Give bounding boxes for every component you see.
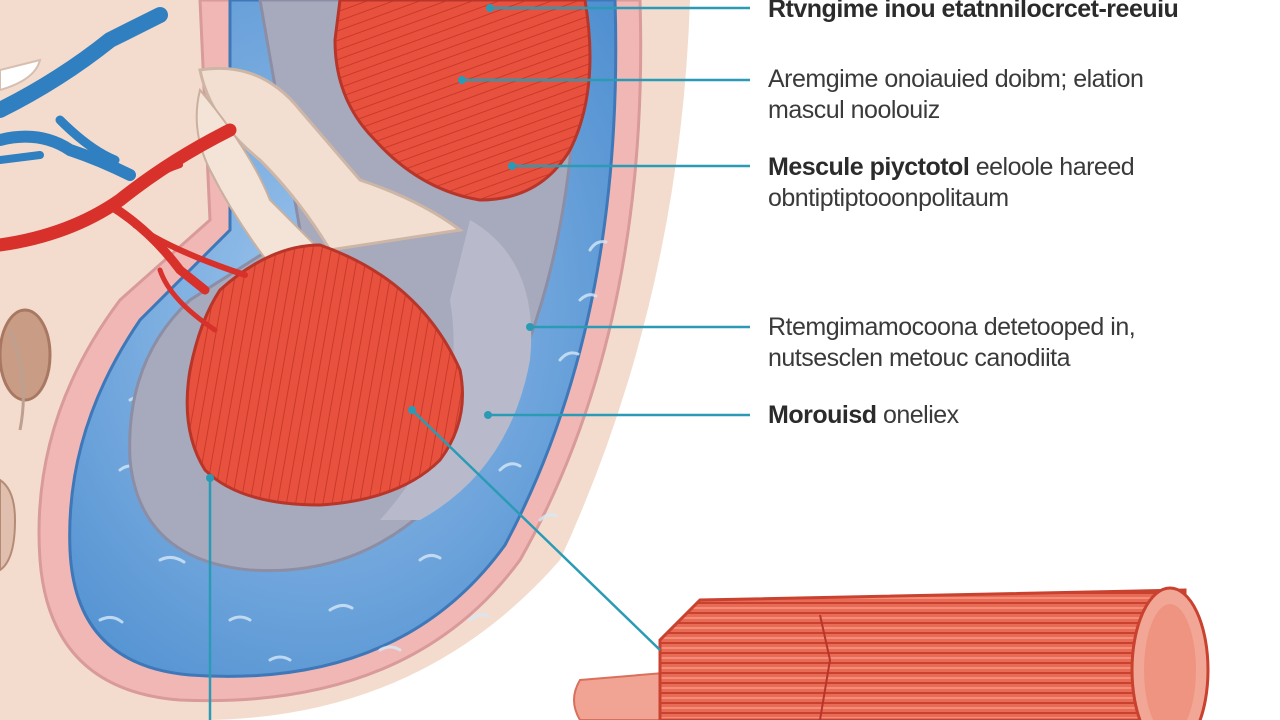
muscle-fiber-bundle: [573, 586, 1210, 720]
bone-fragment-lower: [0, 478, 17, 572]
label-1-primary: Rtvngime inou etatnnilocrcet-reeuiu: [768, 0, 1179, 23]
label-5-primary: Morouisd: [768, 401, 877, 429]
label-5-primary-tail: oneliex: [882, 401, 959, 429]
skin-detail: [0, 58, 42, 92]
label-3-primary-tail: eeloole hareed: [975, 153, 1135, 181]
bone-fragment-upper: [0, 308, 52, 402]
label-1: Rtvngime inou etatnnilocrcet-reeuiu: [768, 0, 1179, 25]
label-5: Morouisd oneliex: [768, 400, 959, 431]
label-2-secondary: mascul noolouiz: [768, 96, 940, 125]
nerve-line: [8, 329, 25, 431]
label-2: Aremgime onoiauied doibm; elation mascul…: [768, 64, 1144, 127]
label-2-primary: Aremgime onoiauied doibm; elation: [768, 65, 1144, 93]
label-4-secondary: nutsesclen metouc canodiita: [768, 344, 1070, 373]
artery: [0, 123, 248, 333]
label-4: Rtemgimamocoona detetooped in, nutsescle…: [768, 312, 1136, 375]
fiber-cylinder-body: [658, 588, 1187, 720]
label-3-secondary: obntiptiptooonpolitaum: [768, 184, 1009, 213]
lower-muscle: [185, 243, 464, 507]
leader-6: [411, 409, 661, 651]
tissue-flecks: [98, 240, 608, 662]
label-4-primary: Rtemgimamocoona detetooped in,: [768, 313, 1136, 341]
leader-lines: [208, 6, 750, 720]
leader-dots: [206, 4, 534, 482]
upper-muscle: [333, 0, 592, 202]
vein: [0, 7, 168, 181]
label-3: Mescule piyctotol eeloole hareed obntipt…: [768, 152, 1135, 215]
label-3-primary: Mescule piyctotol: [768, 153, 970, 181]
